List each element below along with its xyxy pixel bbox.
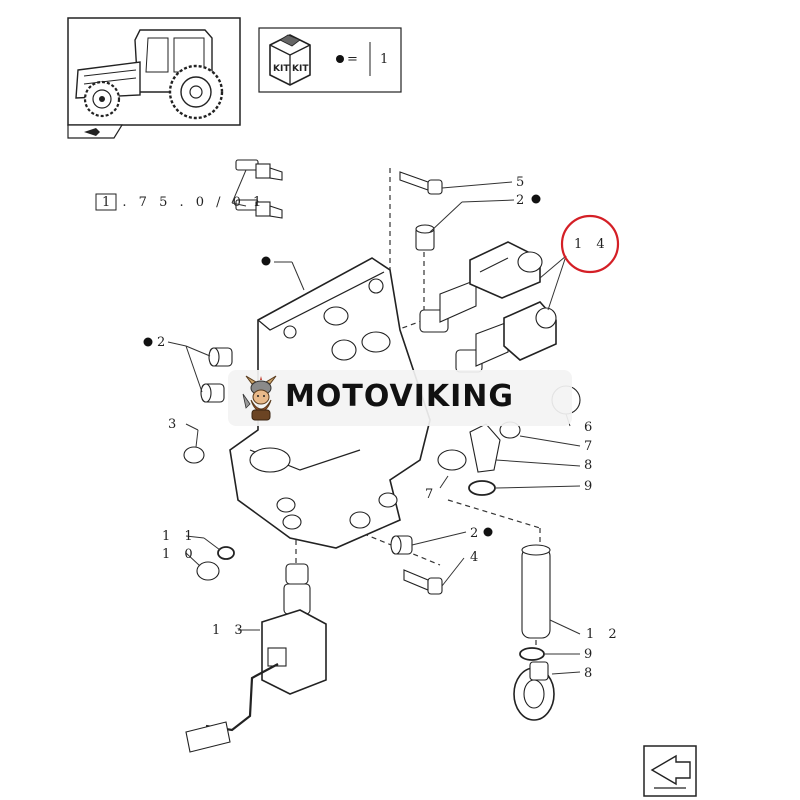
callout-12: 1 2	[586, 627, 622, 642]
plug-2-bottom	[390, 535, 413, 555]
brand-watermark: MOTOVIKING	[228, 370, 572, 426]
bolt-4	[403, 569, 443, 595]
kit-legend: KIT KIT = 1	[258, 27, 402, 93]
callouts: 5 2 1 4 2 3 6 7 8 9 7 2 4 1 1 1 0 1 3 1 …	[143, 175, 622, 681]
callout-13: 1 3	[212, 623, 248, 638]
bolt-5	[399, 171, 443, 195]
callout-3: 3	[168, 417, 181, 432]
viking-logo-icon	[242, 375, 277, 421]
reference-label: 1 . 7 5 . 0 / 0 1	[102, 195, 265, 210]
callout-7-right: 7	[584, 439, 597, 454]
callout-7-left: 7	[425, 487, 438, 502]
pipe-12	[521, 544, 551, 639]
solenoid-coil-13	[185, 563, 327, 753]
callout-9-right: 9	[584, 479, 597, 494]
callout-2-top-bullet	[531, 194, 541, 204]
callout-2-bottom: 2	[470, 526, 483, 541]
pressure-sensors	[235, 159, 283, 219]
callout-4: 4	[470, 550, 483, 565]
callout-2-left: 2	[157, 335, 170, 350]
kit-qty: 1	[380, 52, 388, 67]
kit-label-right: KIT	[292, 64, 309, 74]
reference-box	[95, 193, 117, 211]
callout-2-left-bullet	[143, 337, 153, 347]
kit-label-left: KIT	[273, 64, 290, 74]
plug-2-top	[415, 224, 435, 251]
callout-5: 5	[516, 175, 529, 190]
callout-1-bullet	[261, 256, 271, 266]
callout-6: 6	[584, 420, 597, 435]
solenoid-valve-14-lower	[455, 301, 557, 373]
callout-9-bottom: 9	[584, 647, 597, 662]
tractor-thumbnail	[67, 17, 241, 139]
callout-2-bottom-bullet	[483, 527, 493, 537]
callout-10: 1 0	[162, 547, 198, 562]
solenoid-valve-14-upper	[419, 241, 543, 333]
callout-14: 1 4	[574, 237, 610, 252]
callout-2-top: 2	[516, 193, 529, 208]
plugs-2-left	[200, 347, 233, 403]
cap-3	[183, 446, 205, 464]
next-page-arrow-icon[interactable]	[643, 745, 697, 797]
brand-name: MOTOVIKING	[285, 379, 515, 414]
callout-11: 1 1	[162, 529, 198, 544]
callout-14-highlight	[560, 214, 620, 274]
kit-bullet	[336, 55, 344, 63]
kit-equals: =	[347, 52, 358, 67]
callout-8-bottom: 8	[584, 666, 597, 681]
o-ring-9	[519, 647, 545, 661]
callout-8-right: 8	[584, 458, 597, 473]
seal-11-plug-10	[196, 546, 235, 581]
banjo-fitting-8	[513, 661, 555, 721]
leader-lines	[167, 181, 581, 675]
